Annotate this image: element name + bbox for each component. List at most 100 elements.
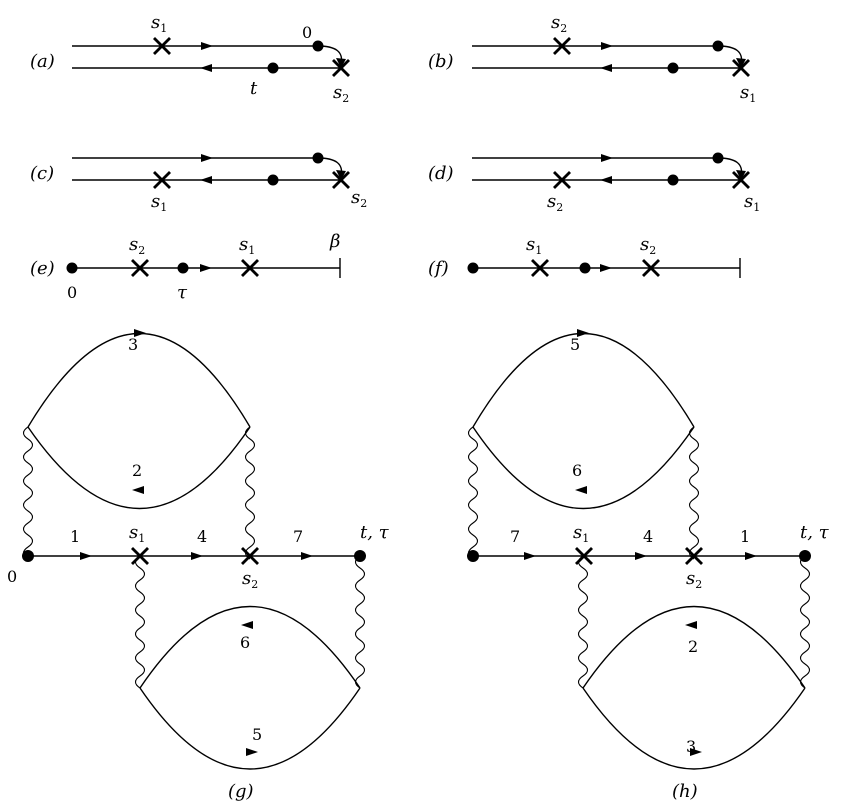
vertex-cross-icon <box>131 547 149 565</box>
wavy-interaction-line <box>22 426 34 560</box>
panel-d: (d) s2 s1 <box>428 152 760 214</box>
time-point-dot <box>66 262 78 274</box>
vertex-cross-icon <box>732 59 750 77</box>
arrow-left-icon <box>200 64 212 72</box>
arrow-left-icon <box>241 621 253 629</box>
panel-b: (b) s2 s1 <box>428 12 756 105</box>
label-s1: s1 <box>740 82 756 105</box>
time-point-dot <box>312 152 324 164</box>
panel-a-label: (a) <box>30 51 55 72</box>
arrow-left-icon <box>200 176 212 184</box>
label-s1: s1 <box>573 522 589 545</box>
label-t-tau: t, τ <box>360 522 390 543</box>
label-s2: s2 <box>551 12 567 35</box>
vertex-cross-icon <box>553 37 571 55</box>
label-s1: s1 <box>129 522 145 545</box>
panel-b-label: (b) <box>428 51 454 72</box>
arrow-right-icon <box>745 552 757 560</box>
line-number-3: 3 <box>128 335 138 354</box>
label-tau: τ <box>177 282 188 303</box>
lower-bubble-inner-line <box>582 606 806 689</box>
label-s2: s2 <box>640 234 656 257</box>
label-zero: 0 <box>7 567 17 586</box>
arrow-right-icon <box>301 552 313 560</box>
arrow-left-icon <box>600 64 612 72</box>
upper-bubble-inner-line <box>27 426 251 509</box>
line-number-5: 5 <box>252 725 262 744</box>
arrow-right-icon <box>601 154 613 162</box>
arrow-right-icon <box>200 264 212 272</box>
time-point-dot <box>799 550 811 562</box>
vertex-cross-icon <box>153 37 171 55</box>
label-s2: s2 <box>129 234 145 257</box>
wavy-interaction-line <box>134 555 146 689</box>
label-s1: s1 <box>239 234 255 257</box>
wavy-interaction-line <box>244 426 256 560</box>
arrow-right-icon <box>201 154 213 162</box>
panel-g-caption: (g) <box>228 781 254 802</box>
label-t-tau: t, τ <box>800 522 830 543</box>
label-s2: s2 <box>242 568 258 591</box>
vertex-cross-icon <box>131 259 149 277</box>
label-s2: s2 <box>333 82 349 105</box>
time-point-dot <box>712 152 724 164</box>
panel-f: (f) s1 s2 <box>428 234 741 279</box>
arrow-left-icon <box>132 486 144 494</box>
label-s1: s1 <box>151 12 167 35</box>
label-zero: 0 <box>302 23 312 42</box>
arrow-right-icon <box>524 552 536 560</box>
line-number-1: 1 <box>70 527 80 546</box>
arrow-right-icon <box>201 42 213 50</box>
upper-bubble-inner-line <box>472 426 695 509</box>
upper-bubble-outer-line <box>27 332 251 428</box>
label-s2: s2 <box>686 568 702 591</box>
arrow-right-icon <box>690 748 702 756</box>
turn-arrow-icon <box>336 170 346 180</box>
time-point-dot <box>579 262 591 274</box>
wavy-interaction-line <box>467 426 479 560</box>
arrow-left-icon <box>600 176 612 184</box>
time-point-dot <box>177 262 189 274</box>
line-number-6: 6 <box>572 461 582 480</box>
time-point-dot <box>667 62 679 74</box>
label-zero: 0 <box>67 283 77 302</box>
panel-g: 3 2 0 1 4 7 s1 s2 t, τ 6 5 (g) <box>7 329 390 802</box>
vertex-cross-icon <box>575 547 593 565</box>
line-number-6: 6 <box>240 633 250 652</box>
panel-h-caption: (h) <box>672 781 698 802</box>
lower-bubble-outer-line <box>139 687 361 770</box>
vertex-cross-icon <box>642 259 660 277</box>
panel-f-label: (f) <box>428 258 449 279</box>
time-point-dot <box>312 40 324 52</box>
vertex-cross-icon <box>531 259 549 277</box>
line-number-4: 4 <box>197 527 207 546</box>
label-s1: s1 <box>151 191 167 214</box>
vertex-cross-icon <box>553 171 571 189</box>
label-s1: s1 <box>526 234 542 257</box>
vertex-cross-icon <box>332 59 350 77</box>
panel-c-label: (c) <box>30 163 54 184</box>
line-number-7: 7 <box>293 527 303 546</box>
arrow-left-icon <box>575 486 587 494</box>
line-number-3: 3 <box>686 737 696 756</box>
line-number-4: 4 <box>643 527 653 546</box>
panel-e-label: (e) <box>30 258 55 279</box>
arrow-right-icon <box>191 552 203 560</box>
turn-arrow-icon <box>736 58 746 68</box>
label-s1: s1 <box>744 191 760 214</box>
time-point-dot <box>467 550 479 562</box>
arrow-left-icon <box>685 621 697 629</box>
time-point-dot <box>267 174 279 186</box>
turn-arrow-icon <box>736 170 746 180</box>
label-t: t <box>250 78 258 99</box>
turn-arrow-icon <box>336 58 346 68</box>
vertex-cross-icon <box>241 547 259 565</box>
time-point-dot <box>467 262 479 274</box>
panel-d-label: (d) <box>428 163 454 184</box>
arrow-right-icon <box>601 42 613 50</box>
wavy-interaction-line <box>799 555 811 689</box>
line-number-2: 2 <box>688 637 698 656</box>
arrow-right-icon <box>246 748 258 756</box>
arrow-right-icon <box>80 552 92 560</box>
line-number-2: 2 <box>132 461 142 480</box>
